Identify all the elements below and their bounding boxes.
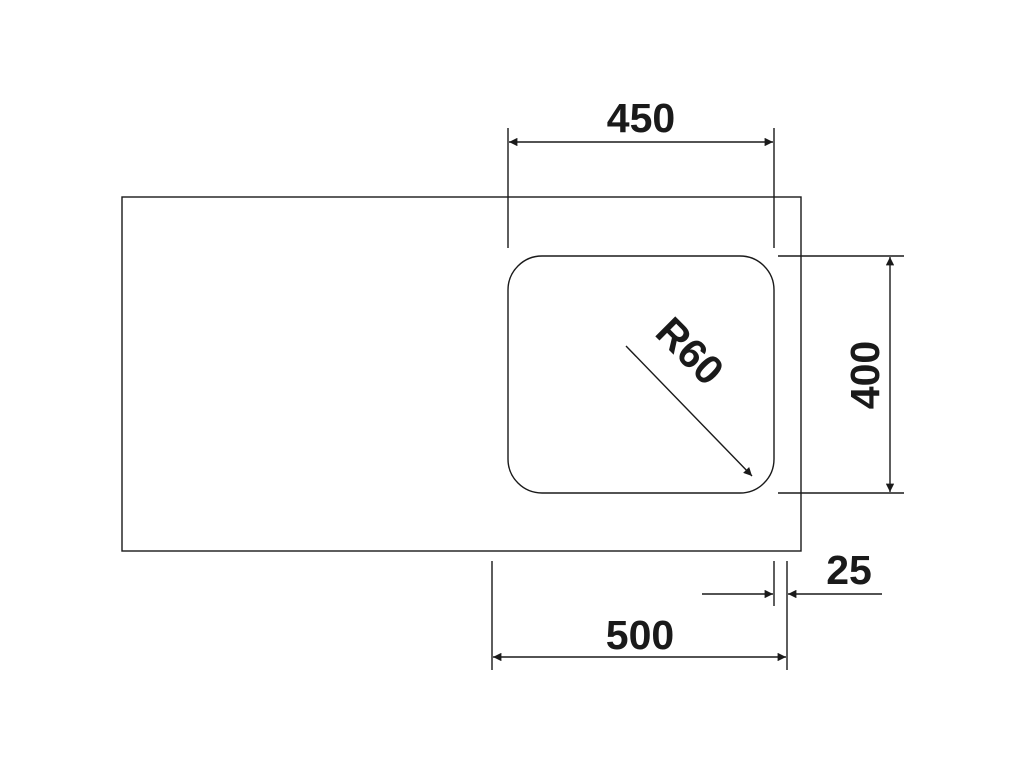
bowl-depth-label: 400 <box>842 341 888 409</box>
dimension-bowl-depth: 400 <box>778 255 904 494</box>
dimension-corner-radius: R60 <box>625 308 753 477</box>
dimension-bowl-width: 450 <box>507 95 775 248</box>
countertop-outline <box>121 196 802 552</box>
bowl-width-label: 450 <box>607 95 675 141</box>
dimension-offset: 25 <box>702 547 882 606</box>
cabinet-width-label: 500 <box>606 612 674 658</box>
offset-label: 25 <box>826 547 872 593</box>
dimension-cabinet-width: 500 <box>491 561 788 670</box>
sink-bowl-outline <box>507 255 775 494</box>
